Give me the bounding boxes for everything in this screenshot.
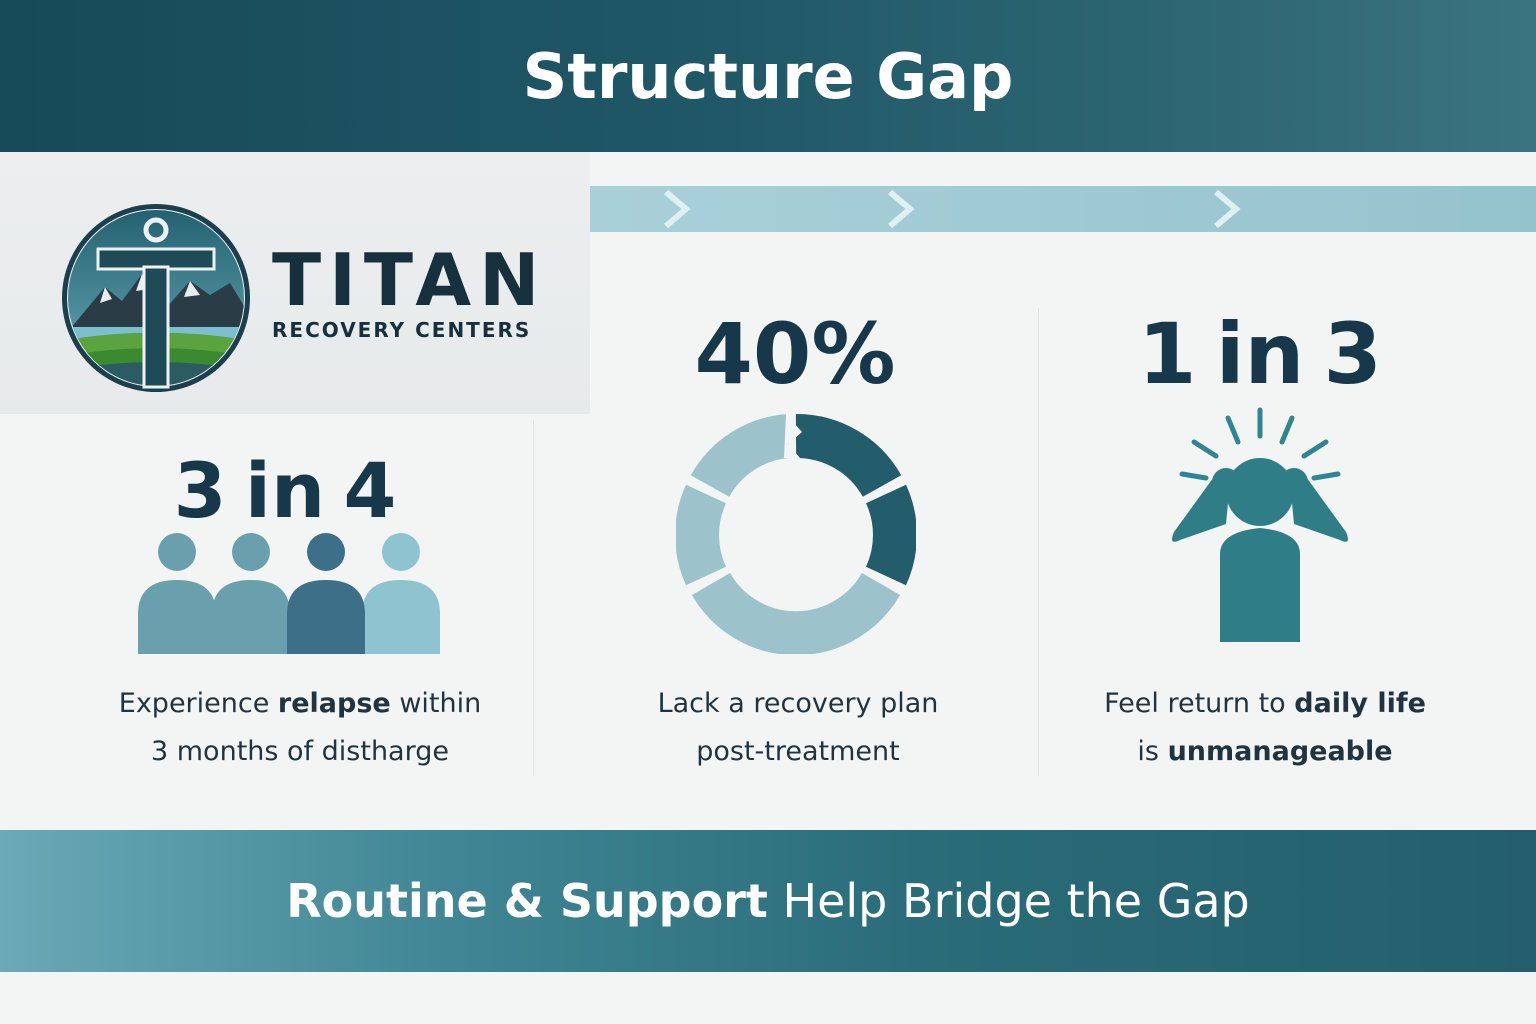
- stat-value-unmanageable: 1 in 3: [1138, 305, 1382, 403]
- stat-caption-no-plan: Lack a recovery plan post-treatment: [580, 680, 1016, 776]
- stressed-person-icon: [1172, 407, 1348, 642]
- progress-arrow-band: [590, 186, 1536, 232]
- footer-message: Routine & Support Help Bridge the Gap: [286, 874, 1249, 928]
- page-title: Structure Gap: [522, 39, 1014, 113]
- caption-text: 3 months of distharge: [151, 736, 449, 767]
- people-group-icon: [138, 533, 440, 654]
- caption-bold: daily life: [1294, 688, 1426, 719]
- brand-name: TITAN: [272, 238, 548, 322]
- caption-text: within: [390, 688, 482, 719]
- header-banner: Structure Gap: [0, 0, 1536, 152]
- caption-text: Experience: [118, 688, 278, 719]
- column-divider: [1038, 308, 1039, 776]
- caption-bold: relapse: [277, 688, 391, 719]
- stat-value-relapse: 3 in 4: [173, 446, 397, 535]
- footer-banner: Routine & Support Help Bridge the Gap: [0, 830, 1536, 972]
- stat-value-no-plan: 40%: [694, 305, 896, 403]
- brand-subtitle: RECOVERY CENTERS: [272, 318, 532, 342]
- footer-regular: Help Bridge the Gap: [767, 874, 1250, 928]
- caption-text: Lack a recovery plan: [657, 688, 939, 719]
- stat-caption-unmanageable: Feel return to daily life is unmanageabl…: [1040, 680, 1490, 776]
- footer-bold: Routine & Support: [286, 874, 768, 928]
- caption-text: is: [1137, 736, 1168, 767]
- caption-text: Feel return to: [1104, 688, 1295, 719]
- caption-bold: unmanageable: [1167, 736, 1393, 767]
- donut-ring-icon: [676, 414, 916, 654]
- column-divider: [533, 420, 534, 776]
- logo-panel: TITAN RECOVERY CENTERS: [0, 152, 590, 414]
- stat-caption-relapse: Experience relapse within 3 months of di…: [80, 680, 520, 776]
- titan-logo-icon: [62, 204, 250, 392]
- caption-text: post-treatment: [696, 736, 900, 767]
